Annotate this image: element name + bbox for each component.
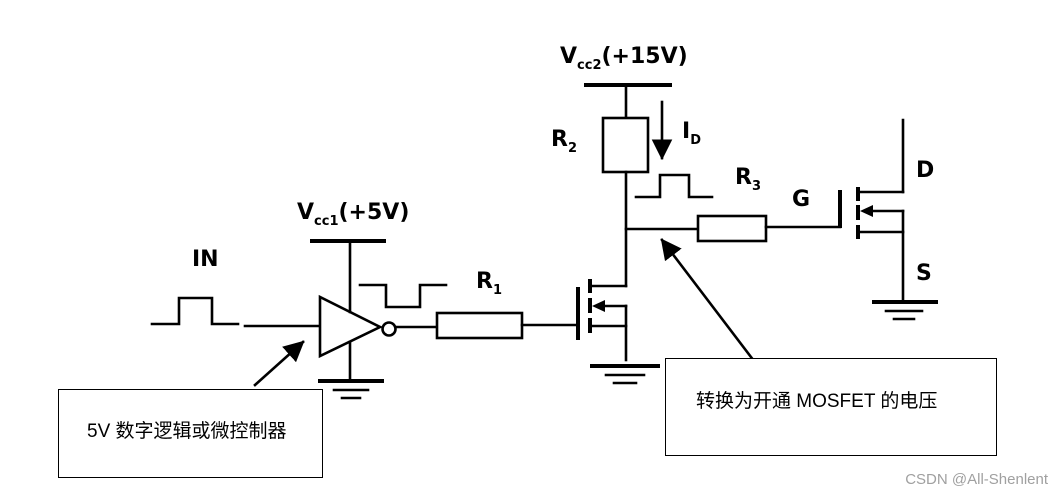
- watermark: CSDN @All-Shenlent: [905, 471, 1048, 488]
- resistor-r3: [696, 214, 768, 243]
- label-r1: R1: [476, 269, 502, 298]
- callout-text-gate-voltage: 转换为开通 MOSFET 的电压: [696, 391, 938, 412]
- ground-symbol-power: [872, 300, 938, 321]
- callout-arrow-left: [253, 340, 305, 387]
- label-in: IN: [192, 247, 219, 272]
- input-pulse-waveform: [150, 296, 240, 326]
- inverter-bubble: [381, 321, 397, 337]
- callout-arrow-right: [660, 238, 756, 363]
- power-mosfet: [838, 118, 905, 304]
- ground-symbol-buffer: [318, 379, 384, 400]
- label-gate: G: [792, 187, 810, 212]
- label-vcc2: Vcc2(+15V): [560, 44, 688, 73]
- label-r2: R2: [551, 127, 577, 156]
- ground-symbol-driver: [590, 364, 660, 385]
- node-pulse-waveform: [634, 173, 714, 199]
- driver-mosfet: [576, 279, 628, 362]
- label-source: S: [916, 261, 932, 286]
- resistor-r2: [601, 116, 650, 174]
- label-vcc1: Vcc1(+5V): [297, 200, 409, 229]
- label-r3: R3: [735, 165, 761, 194]
- callout-box-gate-voltage: 转换为开通 MOSFET 的电压: [665, 358, 997, 456]
- label-id: ID: [682, 119, 701, 148]
- callout-text-microcontroller: 5V 数字逻辑或微控制器: [87, 421, 287, 442]
- resistor-r1: [435, 311, 524, 340]
- inverted-pulse-waveform: [358, 283, 448, 309]
- callout-box-microcontroller: 5V 数字逻辑或微控制器: [58, 389, 323, 478]
- label-drain: D: [916, 158, 934, 183]
